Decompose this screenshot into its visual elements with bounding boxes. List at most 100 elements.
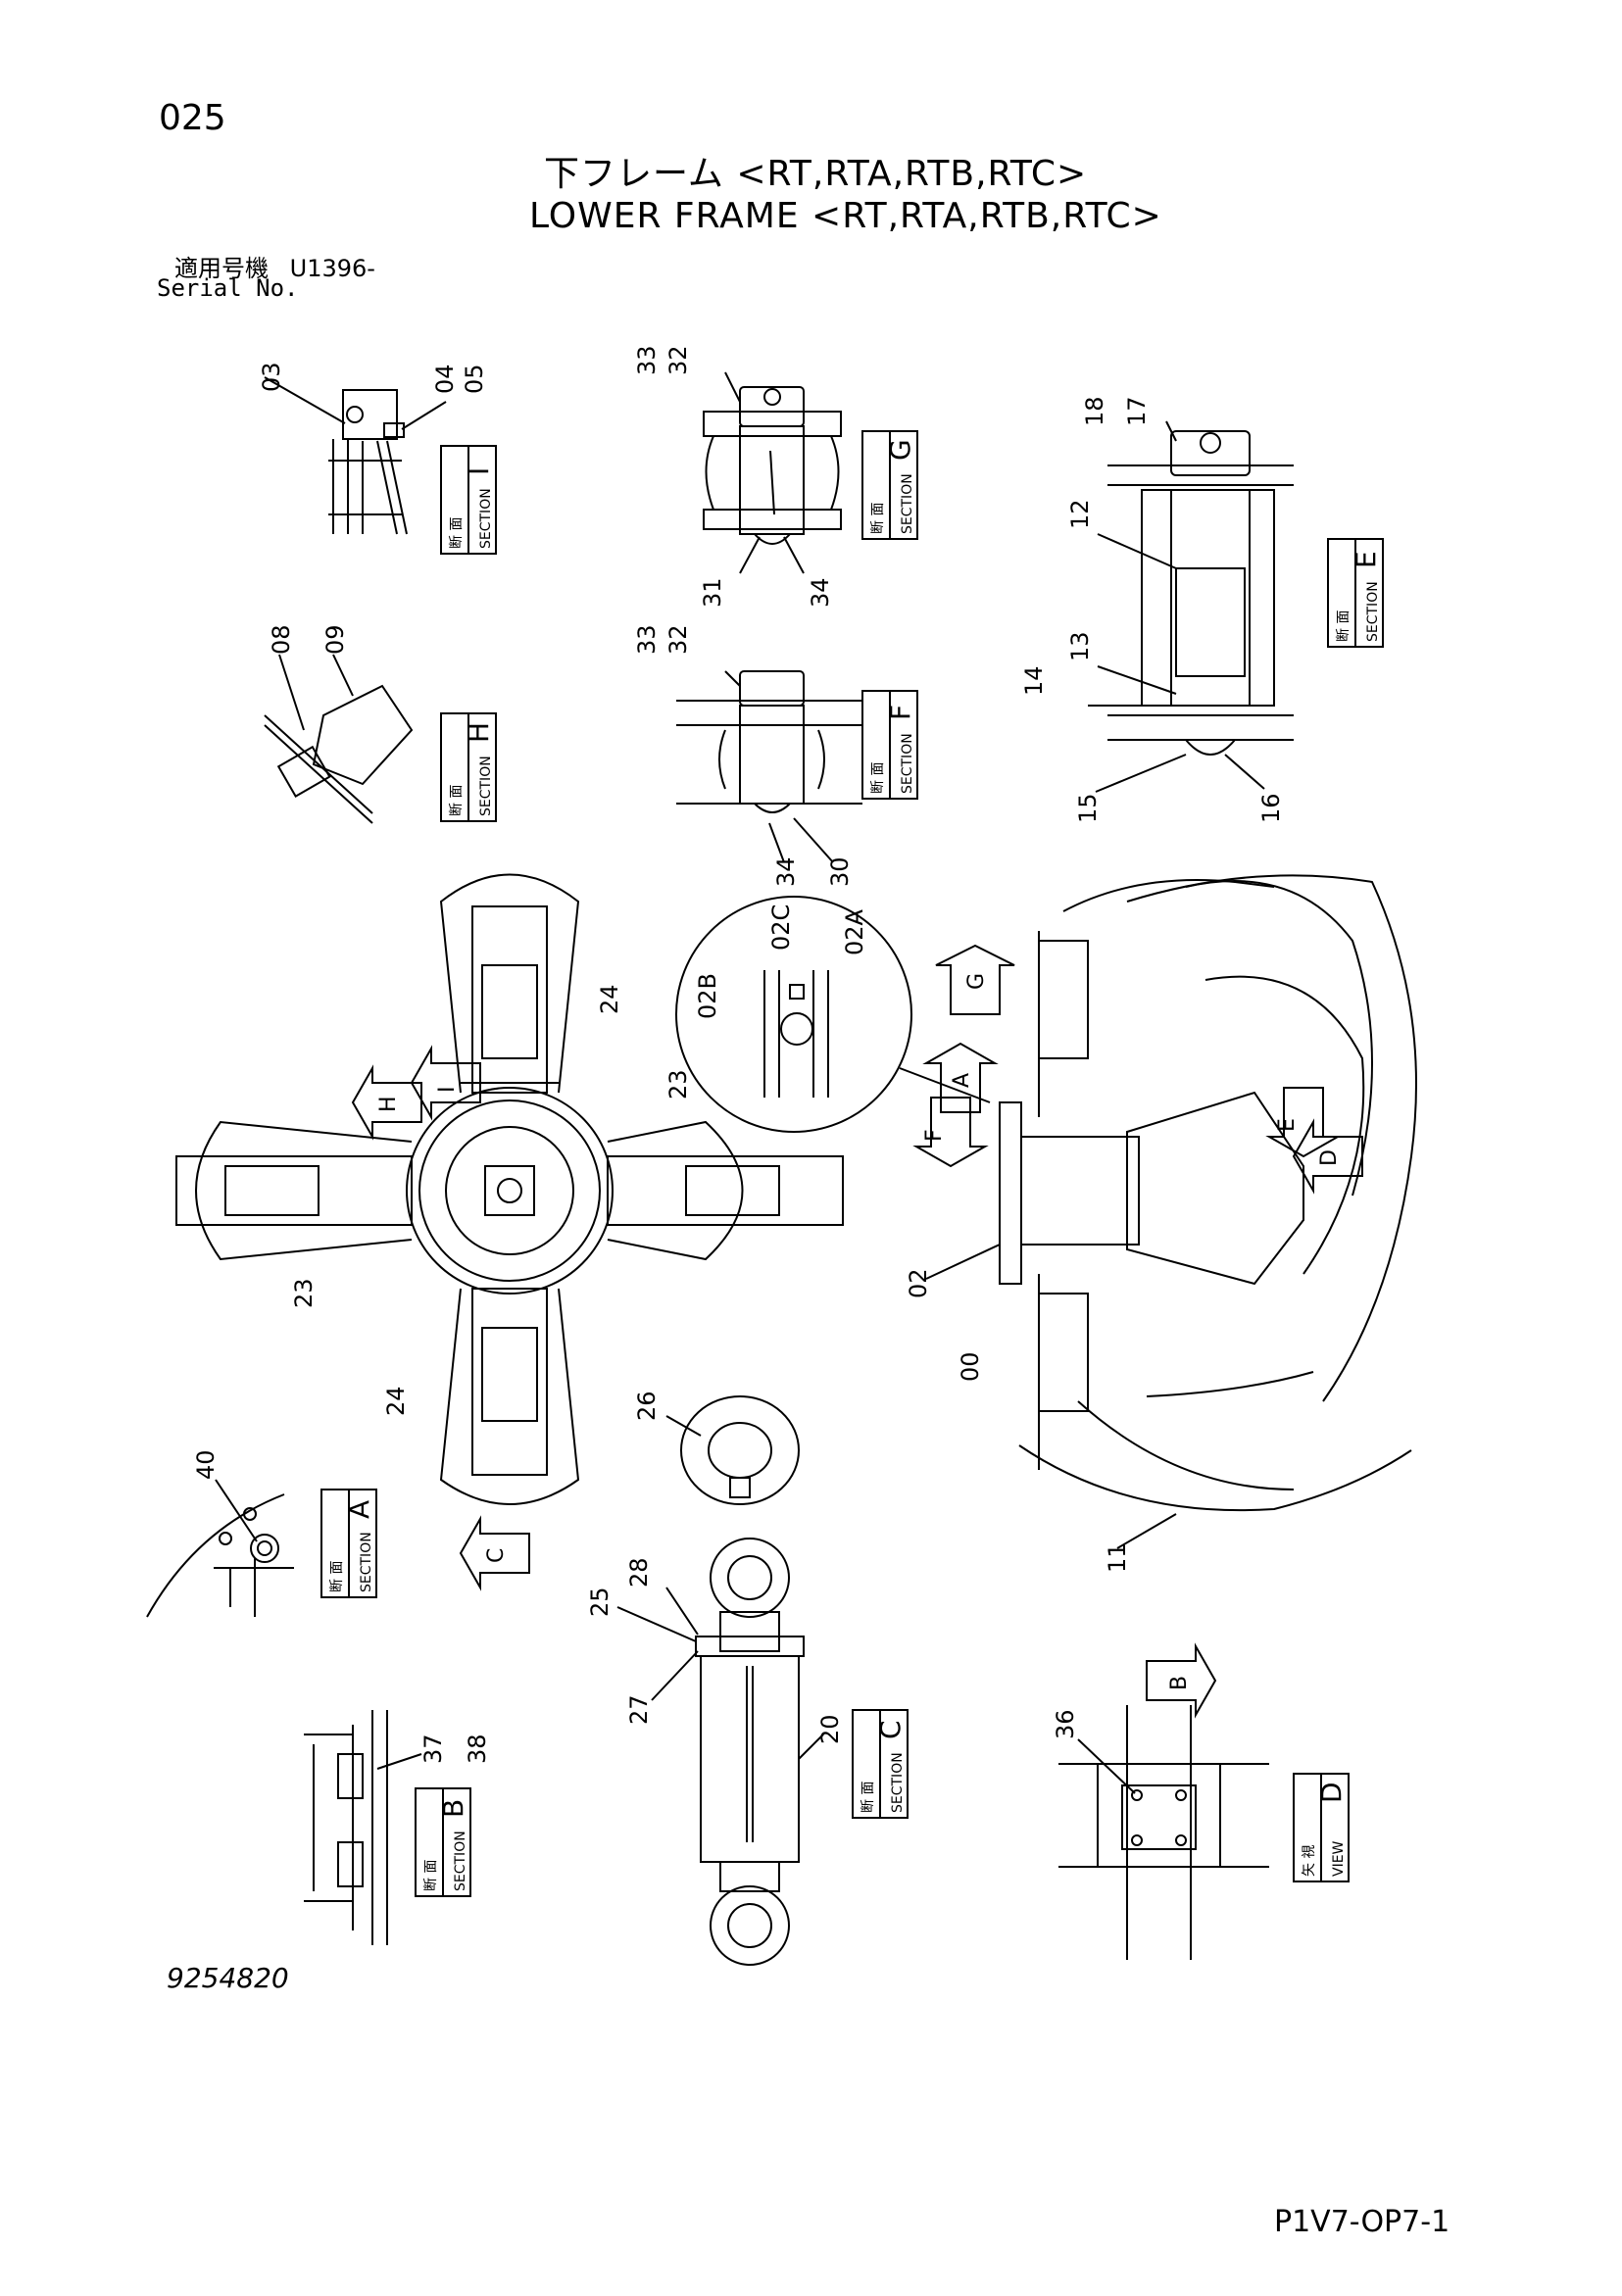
section-c-en: SECTION [890, 1752, 906, 1813]
arrow-h-letter: H [376, 1096, 401, 1112]
callout-02b: 02B [694, 973, 721, 1019]
callout-30: 30 [826, 856, 854, 887]
callout-24-bottom: 24 [382, 1386, 410, 1416]
callout-24-top: 24 [596, 984, 623, 1014]
page-number: 025 [159, 98, 226, 138]
callout-03: 03 [258, 362, 285, 392]
section-e-en: SECTION [1365, 581, 1381, 642]
view-d-jp: 矢 視 [1302, 1845, 1317, 1877]
section-b-letter: B [437, 1799, 469, 1818]
section-g-label-box [861, 430, 918, 540]
callout-11: 11 [1104, 1542, 1131, 1573]
callout-33-top: 33 [633, 345, 661, 375]
page-title-japanese: 下フレーム <RT,RTA,RTB,RTC> [544, 154, 1088, 194]
callout-32-mid: 32 [664, 624, 692, 655]
arrow-c-letter: C [484, 1548, 509, 1563]
callout-34-top: 34 [807, 577, 834, 608]
section-g-detail [703, 371, 842, 574]
document-id: 9254820 [167, 1962, 289, 1994]
callout-18: 18 [1081, 396, 1108, 426]
section-b-jp: 断 面 [423, 1860, 439, 1891]
view-d-detail [1058, 1705, 1269, 1960]
callout-27: 27 [625, 1694, 653, 1725]
section-h-detail [264, 654, 414, 824]
grapple-assembly [925, 874, 1417, 1549]
section-e-detail [1088, 420, 1294, 793]
callout-36: 36 [1052, 1709, 1079, 1739]
callout-05: 05 [461, 364, 488, 394]
section-i-letter: I [463, 467, 495, 475]
callout-26: 26 [633, 1391, 661, 1421]
callout-08: 08 [268, 624, 295, 655]
section-h-label-box [440, 712, 497, 822]
callout-14: 14 [1020, 665, 1048, 696]
view-d-en: VIEW [1331, 1840, 1347, 1877]
arrow-a-letter: A [950, 1073, 974, 1088]
page-title-english: LOWER FRAME <RT,RTA,RTB,RTC> [529, 196, 1162, 236]
callout-00: 00 [957, 1351, 984, 1382]
flange-detail [665, 1395, 800, 1505]
arrow-d-letter: D [1317, 1149, 1342, 1166]
view-d-letter: D [1315, 1782, 1348, 1803]
callout-32-top: 32 [664, 345, 692, 375]
arrow-i-letter: I [435, 1087, 460, 1094]
cylinder-detail [616, 1538, 824, 1966]
callout-25: 25 [586, 1587, 614, 1617]
section-g-jp: 断 面 [870, 503, 886, 534]
callout-17: 17 [1123, 396, 1151, 426]
callout-34-mid: 34 [772, 856, 800, 887]
direction-arrows [351, 944, 1363, 1719]
section-h-letter: H [463, 722, 495, 743]
section-f-en: SECTION [900, 733, 915, 794]
section-g-en: SECTION [900, 473, 915, 534]
callout-40: 40 [192, 1449, 220, 1480]
section-e-jp: 断 面 [1336, 611, 1352, 642]
serial-value: U1396- [289, 255, 375, 282]
section-h-en: SECTION [478, 756, 494, 816]
callout-33-mid: 33 [633, 624, 661, 655]
callout-04: 04 [431, 364, 459, 394]
callout-02c: 02C [767, 904, 795, 951]
section-b-en: SECTION [453, 1831, 468, 1891]
section-c-jp: 断 面 [860, 1782, 876, 1813]
section-h-jp: 断 面 [449, 785, 465, 816]
callout-23-left: 23 [290, 1278, 318, 1308]
section-i-en: SECTION [478, 488, 494, 549]
callout-15: 15 [1074, 793, 1102, 823]
section-e-letter: E [1350, 551, 1382, 568]
section-f-jp: 断 面 [870, 762, 886, 794]
detail-circle [675, 896, 991, 1133]
section-f-detail [676, 670, 862, 863]
callout-02a: 02A [841, 908, 868, 955]
callout-12: 12 [1066, 499, 1094, 529]
callout-23-right: 23 [664, 1069, 692, 1099]
section-b-detail [304, 1710, 422, 1945]
callout-13: 13 [1066, 631, 1094, 661]
section-i-jp: 断 面 [449, 517, 465, 549]
callout-31: 31 [699, 577, 726, 608]
callout-38: 38 [464, 1734, 491, 1764]
callout-09: 09 [321, 624, 349, 655]
callout-16: 16 [1257, 793, 1285, 823]
callout-37: 37 [419, 1734, 447, 1764]
view-d-label-box [1293, 1773, 1350, 1882]
serial-label-english: Serial No. [157, 274, 299, 302]
section-a-jp: 断 面 [329, 1561, 345, 1592]
serial-label-japanese: 適用号機 [174, 255, 269, 282]
section-i-detail [264, 376, 447, 535]
arrow-b-letter: B [1167, 1676, 1192, 1690]
arrow-g-letter: G [964, 973, 989, 990]
serial-number-line: 適用号機 U1396- [174, 249, 375, 283]
section-i-label-box [440, 445, 497, 555]
section-e-label-box [1327, 538, 1384, 648]
section-a-en: SECTION [359, 1532, 374, 1592]
callout-20: 20 [816, 1714, 844, 1744]
section-g-letter: G [884, 439, 916, 461]
section-a-letter: A [343, 1500, 375, 1519]
section-a-label-box [320, 1489, 377, 1598]
arrow-e-letter: E [1275, 1118, 1300, 1132]
section-f-label-box [861, 690, 918, 800]
section-a-detail [146, 1479, 294, 1618]
